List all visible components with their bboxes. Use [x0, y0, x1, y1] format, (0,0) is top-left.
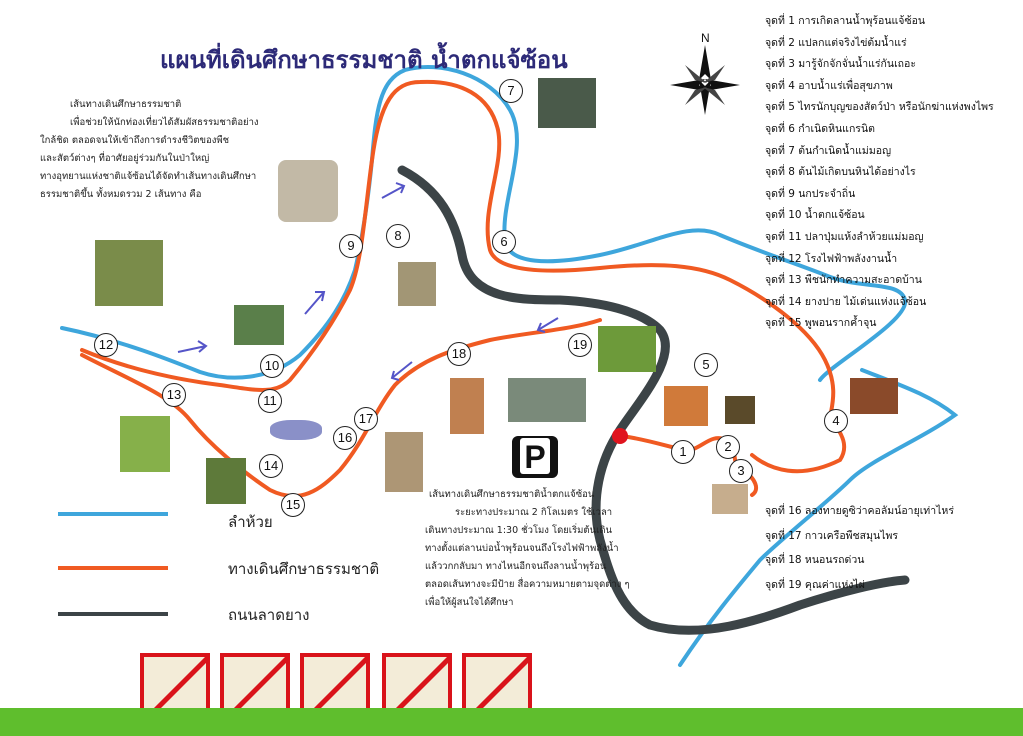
stop-item: จุดที่ 12 โรงไฟฟ้าพลังงานน้ำ — [765, 252, 898, 265]
legend-road-label: ถนนลาดยาง — [228, 606, 310, 624]
stop-marker-10: 10 — [260, 354, 284, 378]
photo-bath — [850, 378, 898, 414]
intro-text: เส้นทางเดินศึกษาธรรมชาติ เพื่อช่วยให้นัก… — [40, 99, 259, 200]
stop-item: จุดที่ 13 พืชนักทำความสะอาดบ้าน — [765, 274, 922, 287]
stop-marker-7: 7 — [499, 79, 523, 103]
compass-rose-icon: N — [670, 31, 740, 115]
photo-cicada — [712, 484, 748, 514]
stop-marker-16: 16 — [333, 426, 357, 450]
stop-item: จุดที่ 10 น้ำตกแจ้ซ้อน — [765, 209, 865, 222]
stop-item: จุดที่ 11 ปลาปุ่มแห้งลำห้วยแม่มอญ — [765, 230, 924, 243]
stop-item: จุดที่ 3 มารู้จักจักจั่นน้ำแร่กันเถอะ — [765, 58, 916, 71]
photo-cascade — [538, 78, 596, 128]
stop-marker-1: 1 — [671, 440, 695, 464]
photo-tree-base — [206, 458, 246, 504]
legend-trail-label: ทางเดินศึกษาธรรมชาติ — [228, 560, 380, 578]
stop-marker-18: 18 — [447, 342, 471, 366]
start-point-dot — [612, 428, 628, 444]
stop-item: จุดที่ 16 ลองทายดูซิว่าคอลัมน์อายุเท่าไห… — [765, 505, 954, 517]
photo-waterfall — [234, 305, 284, 345]
stop-item: จุดที่ 7 ต้นกำเนิดน้ำแม่มอญ — [765, 144, 892, 157]
stop-item: จุดที่ 15 พูพอนรากค้ำจุน — [765, 317, 877, 330]
stop-item: จุดที่ 4 อาบน้ำแร่เพื่อสุขภาพ — [765, 79, 893, 92]
photo-building — [508, 378, 586, 422]
stop-marker-9: 9 — [339, 234, 363, 258]
stop-marker-2: 2 — [716, 435, 740, 459]
grass-strip — [0, 708, 1023, 736]
trail-path — [80, 79, 847, 474]
legend-trail-swatch — [58, 566, 168, 570]
stop-item: จุดที่ 6 กำเนิดหินแกรนิต — [765, 122, 875, 135]
arrow-icon — [304, 291, 326, 315]
stop-marker-17: 17 — [354, 407, 378, 431]
legend-road-swatch — [58, 612, 168, 616]
legend-stream-label: ลำห้วย — [228, 513, 273, 531]
stop-marker-8: 8 — [386, 224, 410, 248]
stop-item: จุดที่ 19 คุณค่าแห่งไผ่ — [765, 578, 865, 591]
stop-marker-19: 19 — [568, 333, 592, 357]
photo-vine — [385, 432, 423, 492]
photo-plant — [120, 416, 170, 472]
stop-item: จุดที่ 1 การเกิดลานน้ำพุร้อนแจ้ซ้อน — [765, 15, 926, 27]
photo-hotspring — [664, 386, 708, 426]
stop-item: จุดที่ 18 หนอนรถด่วน — [765, 554, 865, 566]
stop-marker-4: 4 — [824, 409, 848, 433]
arrow-icon — [390, 361, 413, 381]
trail-lower — [80, 318, 602, 499]
stop-item: จุดที่ 14 ยางปาย ไม้เด่นแห่งแจ้ซ้อน — [765, 295, 927, 308]
map-title: แผนที่เดินศึกษาธรรมชาติ น้ำตกแจ้ซ้อน — [160, 45, 568, 74]
route-description: เส้นทางเดินศึกษาธรรมชาติน้ำตกแจ้ซ้อน ระย… — [425, 489, 630, 608]
arrow-icon — [381, 182, 406, 199]
stop-list-lower: จุดที่ 16 ลองทายดูซิว่าคอลัมน์อายุเท่าไห… — [765, 502, 1020, 600]
stop-marker-11: 11 — [258, 389, 282, 413]
stop-marker-12: 12 — [94, 333, 118, 357]
legend-stream-swatch — [58, 512, 168, 516]
parking-sign-icon: P — [512, 436, 558, 478]
stop-marker-6: 6 — [492, 230, 516, 254]
photo-column — [450, 378, 484, 434]
arrow-icon — [536, 317, 559, 333]
stop-marker-5: 5 — [694, 353, 718, 377]
stop-marker-3: 3 — [729, 459, 753, 483]
photo-fish — [270, 420, 322, 440]
parking-label: P — [520, 438, 550, 475]
stop-marker-13: 13 — [162, 383, 186, 407]
photo-birds — [278, 160, 338, 222]
arrow-icon — [177, 340, 208, 353]
photo-house — [95, 240, 163, 306]
photo-bamboo — [598, 326, 656, 372]
stop-marker-14: 14 — [259, 454, 283, 478]
stream-path — [60, 65, 908, 382]
stop-item: จุดที่ 9 นกประจำถิ่น — [765, 187, 856, 200]
stop-item: จุดที่ 2 แปลกแต่จริงไข่ต้มน้ำแร่ — [765, 36, 907, 49]
photo-rock-tree — [398, 262, 436, 306]
stop-list: จุดที่ 1 การเกิดลานน้ำพุร้อนแจ้ซ้อน จุดท… — [765, 12, 1020, 336]
stop-marker-15: 15 — [281, 493, 305, 517]
stop-item: จุดที่ 17 กาวเครือพืชสมุนไพร — [765, 529, 899, 542]
stop-item: จุดที่ 5 ไทรนักบุญของสัตว์ป่า หรือนักฆ่า… — [765, 101, 994, 114]
photo-eggs — [725, 396, 755, 424]
stop-item: จุดที่ 8 ต้นไม้เกิดบนหินได้อย่างไร — [765, 166, 916, 179]
compass-north-label: N — [701, 31, 710, 45]
stream-branch — [678, 368, 959, 667]
